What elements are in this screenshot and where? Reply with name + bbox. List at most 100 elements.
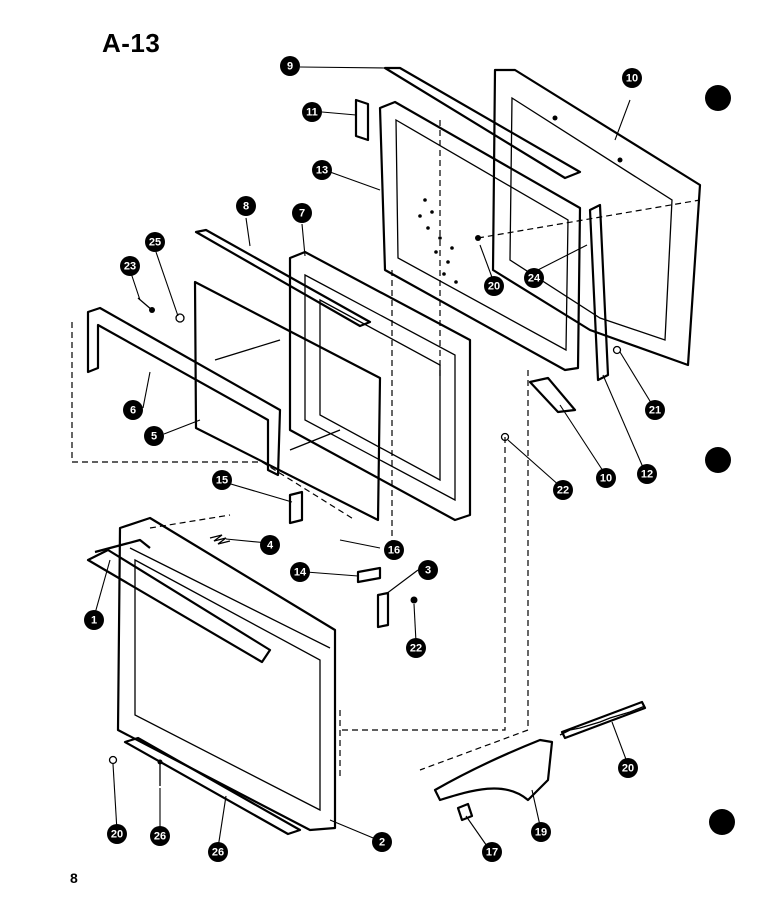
callout-number: 10 [626,73,638,85]
washer-25 [175,313,185,323]
callout-22: 22 [553,480,573,500]
callout-22: 22 [406,638,426,658]
door-latch [288,490,304,525]
callout-bubble [645,400,665,420]
callout-11: 11 [302,102,322,122]
callout-1: 1 [84,610,104,630]
callout-13: 13 [312,160,332,180]
callout-25: 25 [145,232,165,252]
inner-window-frame [378,100,582,372]
callout-17: 17 [482,842,502,862]
callout-12: 12 [637,464,657,484]
callout-20: 20 [618,758,638,778]
callout-16: 16 [384,540,404,560]
callout-number: 10 [600,473,612,485]
callout-20: 20 [107,824,127,844]
callout-26: 26 [150,826,170,846]
diagram-title: A-13 [102,28,161,58]
callout-bubble [531,822,551,842]
screw-23 [137,297,155,313]
callout-number: 16 [388,545,400,557]
callout-bubble [372,832,392,852]
callout-number: 24 [528,273,541,285]
callout-number: 12 [641,469,653,481]
callout-bubble [622,68,642,88]
binder-punch-holes [705,85,735,835]
callout-23: 23 [120,256,140,276]
hinge-spring [559,700,647,740]
bottom-hinge-strip [123,736,302,836]
callout-group: 9 11 10 13 8 7 25 23 20 24 6 5 21 22 10 12 15 4 16 14 3 1 22 20… [84,56,665,862]
callout-bubble [553,480,573,500]
callout-2: 2 [372,832,392,852]
callout-bubble [384,540,404,560]
callout-24: 24 [524,268,544,288]
callout-10: 10 [596,468,616,488]
callout-number: 7 [299,208,305,220]
callout-bubble [84,610,104,630]
leader-lines [93,66,654,850]
callout-bubble [120,256,140,276]
callout-bubble [208,842,228,862]
callout-number: 20 [488,281,500,293]
door-handle [86,538,272,664]
callout-bubble [406,638,426,658]
callout-bubble [596,468,616,488]
callout-number: 22 [557,485,569,497]
callout-7: 7 [292,203,312,223]
callout-bubble [107,824,127,844]
callout-number: 23 [124,261,136,273]
callout-number: 2 [379,837,385,849]
callout-15: 15 [212,470,232,490]
top-strip [194,228,372,328]
page-number: 8 [70,870,78,886]
callout-bubble [637,464,657,484]
callout-3: 3 [418,560,438,580]
callout-number: 5 [151,431,157,443]
callout-number: 20 [622,763,634,775]
callout-number: 14 [294,567,307,579]
callout-bubble [260,535,280,555]
callout-number: 26 [212,847,224,859]
bottom-screw-mid [157,759,163,786]
top-trim-bar [86,306,282,477]
callout-number: 21 [649,405,661,417]
callout-8: 8 [236,196,256,216]
callout-bubble [280,56,300,76]
clip-14 [356,566,382,584]
callout-bubble [524,268,544,288]
assembly-dashed-lines [71,120,701,780]
callout-number: 6 [130,405,136,417]
hinge-arm [433,738,554,802]
screw-21 [612,345,622,355]
hinge-pin [456,802,474,822]
callout-bubble [292,203,312,223]
callout-10: 10 [622,68,642,88]
callout-19: 19 [531,822,551,842]
callout-bubble [150,826,170,846]
vent-strip [383,66,582,180]
callout-number: 3 [425,565,431,577]
callout-number: 15 [216,475,228,487]
callout-bubble [144,426,164,446]
callout-bubble [290,562,310,582]
callout-number: 26 [154,831,166,843]
callout-bubble [418,560,438,580]
callout-4: 4 [260,535,280,555]
callout-number: 8 [243,201,249,213]
callout-bubble [123,400,143,420]
callout-bubble [618,758,638,778]
callout-bubble [302,102,322,122]
callout-26: 26 [208,842,228,862]
bracket-3 [376,591,390,629]
callout-bubble [484,276,504,296]
bottom-screw-left [108,755,118,765]
callout-number: 4 [267,540,274,552]
callout-number: 9 [287,61,293,73]
callout-number: 17 [486,847,498,859]
callout-number: 19 [535,827,547,839]
callout-21: 21 [645,400,665,420]
small-spring [209,534,231,545]
